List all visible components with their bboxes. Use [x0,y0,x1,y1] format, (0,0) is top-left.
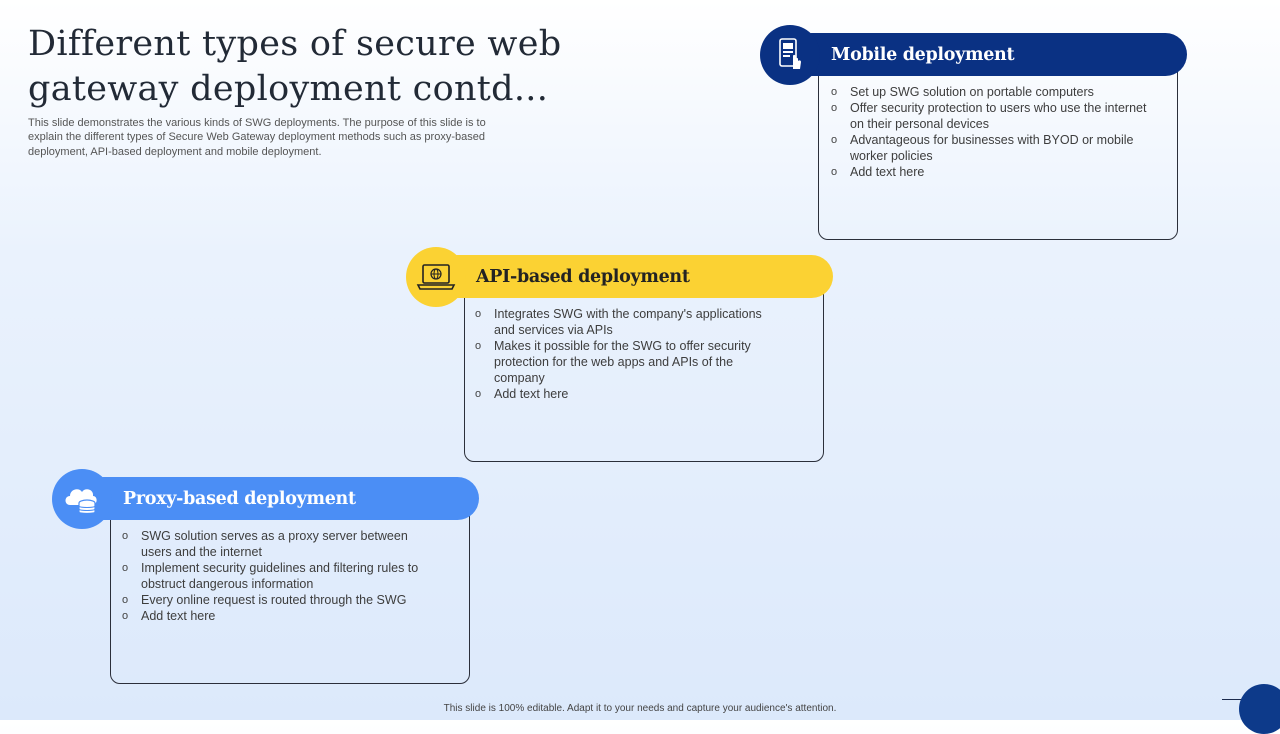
mobile-card-label: Mobile deployment [831,44,1015,65]
mobile-points-list: Set up SWG solution on portable computer… [831,84,1156,180]
slide-title-line1: Different types of secure web [28,24,562,64]
cloud-database-icon [52,469,112,529]
corner-decoration-circle [1239,684,1280,734]
list-item: Add text here [122,608,440,624]
list-item: Set up SWG solution on portable computer… [831,84,1156,100]
proxy-card-header: Proxy-based deployment [82,477,479,520]
proxy-card-label: Proxy-based deployment [123,488,356,509]
list-item: Integrates SWG with the company's applic… [475,306,775,338]
list-item: Offer security protection to users who u… [831,100,1156,132]
slide-footer-note: This slide is 100% editable. Adapt it to… [443,703,837,714]
list-item: Makes it possible for the SWG to offer s… [475,338,775,386]
list-item: Add text here [831,164,1156,180]
laptop-globe-icon [406,247,466,307]
mobile-card-header: Mobile deployment [790,33,1187,76]
slide-title: Different types of secure web gateway de… [28,22,561,112]
slide-title-line2: gateway deployment contd... [28,69,549,109]
list-item: SWG solution serves as a proxy server be… [122,528,440,560]
list-item: Add text here [475,386,775,402]
mobile-touch-icon [760,25,820,85]
proxy-points-list: SWG solution serves as a proxy server be… [122,528,440,624]
list-item: Advantageous for businesses with BYOD or… [831,132,1156,164]
api-card-header: API-based deployment [436,255,833,298]
slide-subtitle: This slide demonstrates the various kind… [28,117,486,158]
list-item: Every online request is routed through t… [122,592,440,608]
list-item: Implement security guidelines and filter… [122,560,440,592]
api-card-label: API-based deployment [476,266,690,287]
api-points-list: Integrates SWG with the company's applic… [475,306,775,402]
